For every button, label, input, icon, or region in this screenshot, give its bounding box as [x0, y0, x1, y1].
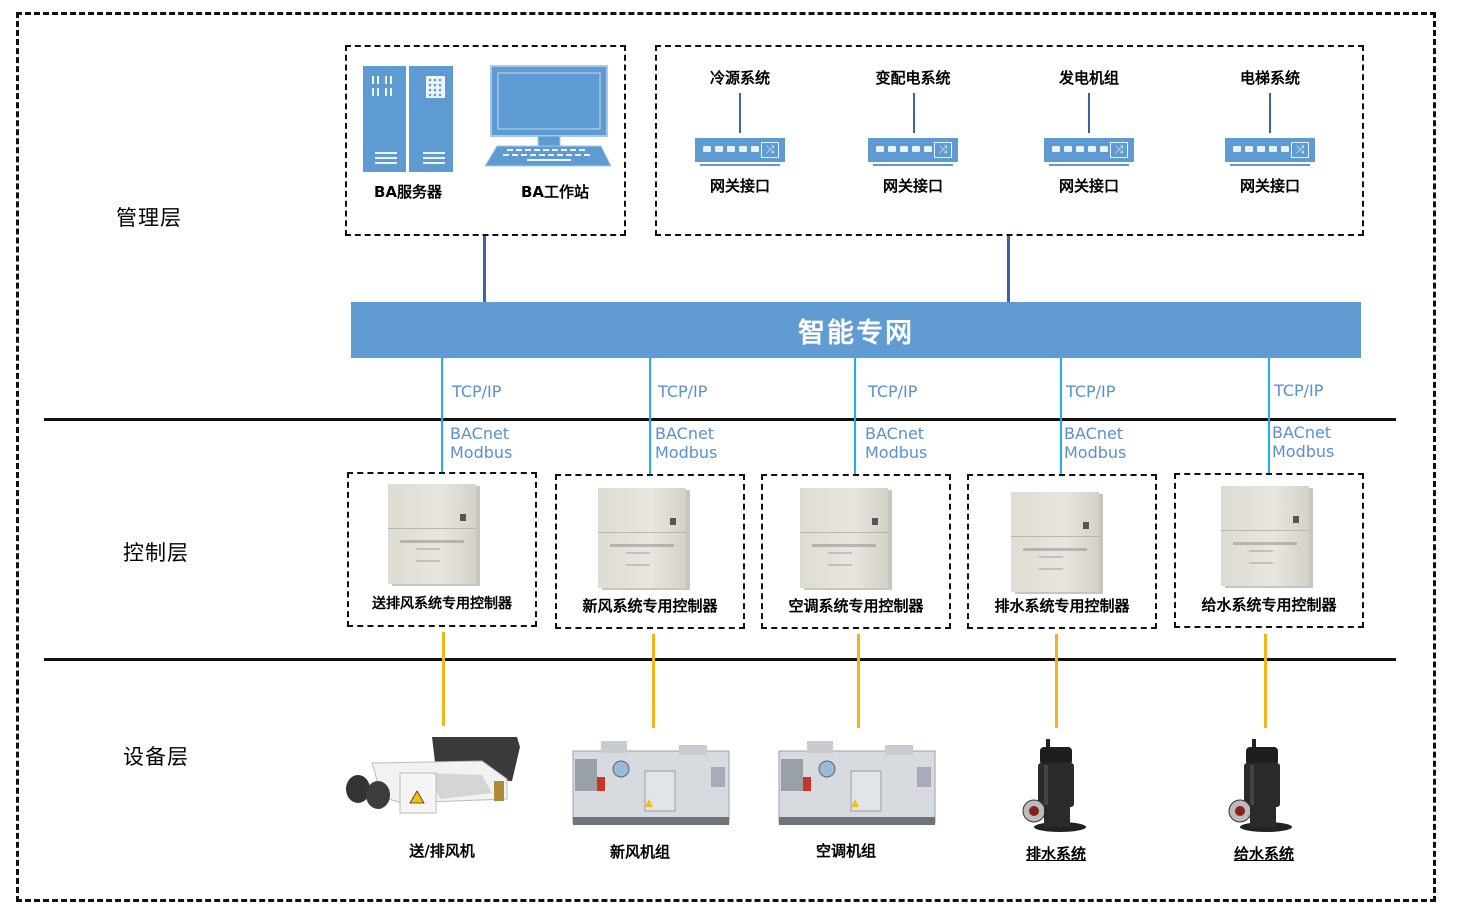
controller-card — [761, 474, 951, 629]
gateway-label: 网关接口 — [882, 177, 943, 195]
layer-divider-management-control — [44, 418, 1396, 421]
control-link — [441, 358, 443, 472]
subsystem-link — [1088, 93, 1090, 133]
gateway-switch-icon: ⤨ — [695, 138, 785, 162]
subsystem-name: 冷源系统 — [709, 69, 770, 87]
controller-label: 新风系统专用控制器 — [582, 597, 718, 615]
subsystem-link — [739, 93, 741, 133]
bus-label: 智能专网 — [798, 318, 914, 349]
protocol-modbus: Modbus — [450, 443, 513, 462]
switch-base — [1049, 164, 1129, 166]
protocol-upper: TCP/IP — [868, 382, 918, 401]
control-link — [649, 358, 651, 474]
water-supply-pump-icon — [1228, 737, 1298, 835]
workstation-icon — [483, 64, 613, 172]
gateway-label: 网关接口 — [709, 177, 770, 195]
protocol-modbus: Modbus — [865, 443, 928, 462]
ventilation-fan-icon — [342, 733, 522, 818]
server-icon — [363, 66, 453, 172]
layer-label-management: 管理层 — [116, 206, 182, 230]
controller-label: 排水系统专用控制器 — [994, 597, 1130, 615]
drainage-pump-icon — [1022, 737, 1092, 835]
gateway-label: 网关接口 — [1239, 177, 1300, 195]
controller-label: 给水系统专用控制器 — [1201, 596, 1337, 614]
controller-cabinet-icon — [800, 488, 888, 588]
device-link — [1055, 634, 1058, 728]
device-label: 新风机组 — [609, 843, 670, 861]
protocol-upper: TCP/IP — [1066, 382, 1116, 401]
controller-cabinet-icon — [1221, 486, 1309, 586]
fresh-air-unit-icon — [571, 737, 733, 829]
air-handling-unit-icon — [777, 737, 939, 829]
device-link — [652, 634, 655, 728]
protocol-upper: TCP/IP — [1274, 381, 1324, 400]
controller-label: 送排风系统专用控制器 — [372, 596, 512, 612]
control-link — [1268, 358, 1270, 474]
controller-label: 空调系统专用控制器 — [788, 597, 924, 615]
controller-card — [1174, 473, 1364, 628]
switch-base — [873, 164, 953, 166]
controller-cabinet-icon — [598, 488, 686, 588]
layer-divider-control-device — [44, 658, 1396, 661]
device-label: 给水系统 — [1233, 845, 1294, 863]
subsystem-name: 变配电系统 — [875, 69, 951, 87]
protocol-bacnet: BACnet — [865, 424, 925, 443]
controller-cabinet-icon — [1011, 492, 1099, 592]
gateway-switch-icon: ⤨ — [868, 138, 958, 162]
device-link — [857, 634, 860, 728]
controller-card — [967, 474, 1157, 629]
device-label: 排水系统 — [1025, 845, 1086, 863]
protocol-bacnet: BACnet — [1272, 423, 1332, 442]
controller-card — [555, 474, 745, 629]
switch-base — [700, 164, 780, 166]
controller-card — [347, 472, 537, 627]
gateway-switch-icon: ⤨ — [1225, 138, 1315, 162]
smart-network-bus: 智能专网 — [351, 302, 1361, 358]
protocol-modbus: Modbus — [655, 443, 718, 462]
ba-host-group — [345, 45, 626, 236]
layer-label-control: 控制层 — [123, 541, 189, 565]
subsystem-group-bus-link — [1007, 236, 1010, 302]
device-link — [442, 632, 445, 726]
subsystem-link — [1269, 93, 1271, 133]
layer-label-device: 设备层 — [123, 745, 189, 769]
protocol-bacnet: BACnet — [1064, 424, 1124, 443]
protocol-bacnet: BACnet — [450, 424, 510, 443]
ba-server-label: BA服务器 — [373, 183, 443, 201]
subsystem-name: 电梯系统 — [1239, 69, 1300, 87]
device-label: 空调机组 — [815, 842, 876, 860]
control-link — [854, 358, 856, 474]
subsystem-gateway-group — [655, 45, 1364, 236]
host-group-bus-link — [483, 236, 486, 302]
protocol-modbus: Modbus — [1064, 443, 1127, 462]
subsystem-name: 发电机组 — [1058, 69, 1119, 87]
control-link — [1060, 358, 1062, 474]
device-label: 送/排风机 — [409, 842, 475, 860]
protocol-upper: TCP/IP — [452, 382, 502, 401]
controller-cabinet-icon — [388, 484, 476, 584]
gateway-switch-icon: ⤨ — [1044, 138, 1134, 162]
outer-frame — [16, 12, 1436, 902]
switch-base — [1230, 164, 1310, 166]
protocol-upper: TCP/IP — [658, 382, 708, 401]
subsystem-link — [913, 93, 915, 133]
protocol-modbus: Modbus — [1272, 442, 1335, 461]
protocol-bacnet: BACnet — [655, 424, 715, 443]
gateway-label: 网关接口 — [1058, 177, 1119, 195]
ba-workstation-label: BA工作站 — [520, 183, 590, 201]
device-link — [1264, 634, 1267, 728]
